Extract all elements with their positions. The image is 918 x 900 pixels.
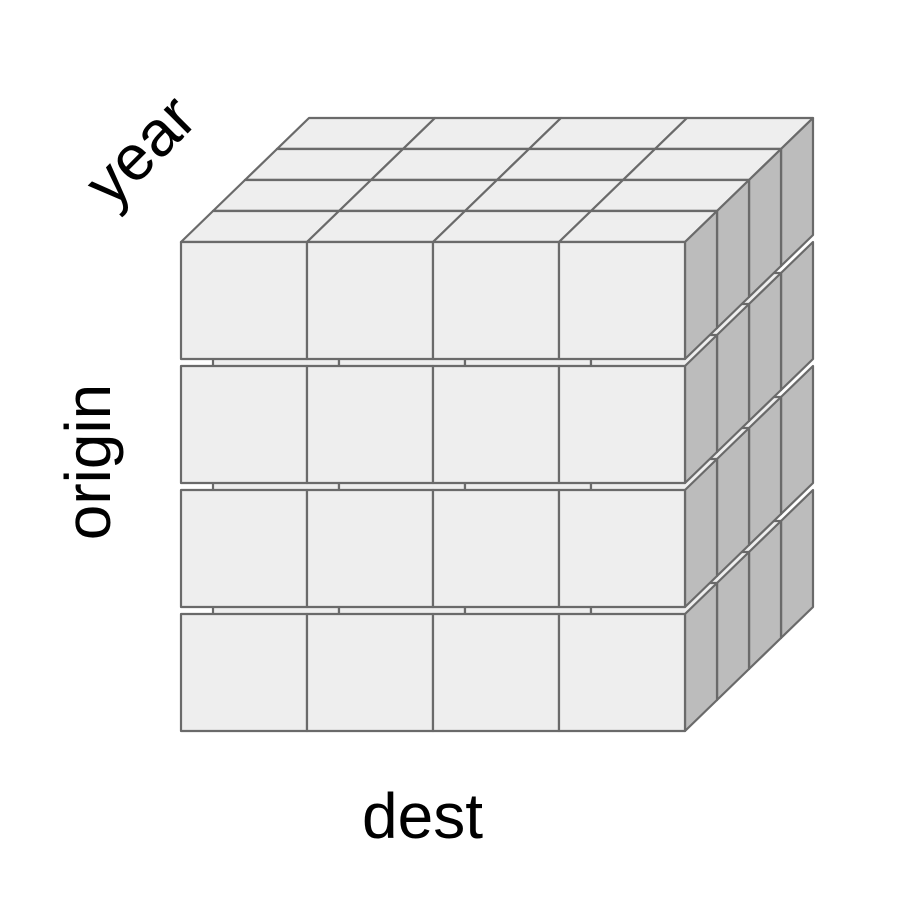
cube-side-face [779,364,815,516]
cube-side-face [779,240,815,392]
cube-front-face [557,240,687,361]
cube-front-face [305,364,435,485]
cube-front-face [179,240,309,361]
cube-front-face [431,364,561,485]
cube-front-face [431,240,561,361]
cube-front-face [305,612,435,733]
cube-front-face [179,488,309,609]
cube-side-face [779,488,815,640]
dest-axis-label: dest [362,780,483,852]
cube-front-face [179,364,309,485]
cube-front-face [431,488,561,609]
cube-front-face [305,488,435,609]
cube-front-face [557,488,687,609]
origin-axis-label: origin [52,383,124,541]
cube-front-face [557,364,687,485]
cube-front-face [179,612,309,733]
cube-front-face [305,240,435,361]
cube-front-face [431,612,561,733]
cube-front-face [557,612,687,733]
